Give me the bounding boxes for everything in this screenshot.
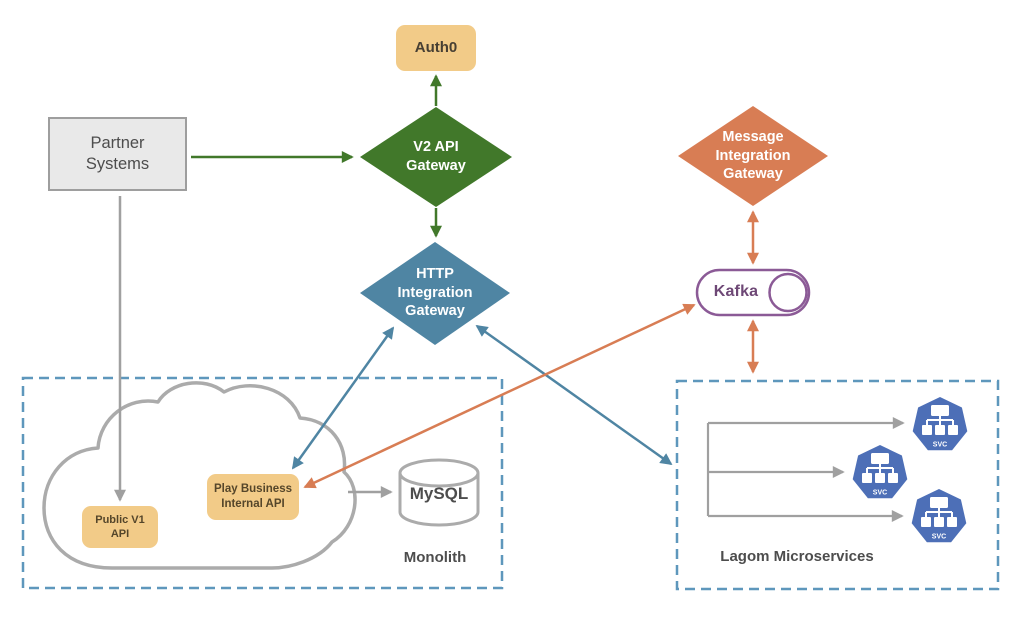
play-business-internal-api-label: Play Business Internal API <box>214 483 292 510</box>
edge-play-business-to-kafka <box>303 303 696 489</box>
monolith-group-label-box: Monolith <box>385 547 485 569</box>
mysql-label-box: MySQL <box>399 481 479 507</box>
monolith-group-label: Monolith <box>403 549 467 567</box>
v2-api-gateway-diamond <box>360 107 512 207</box>
svc-microservice-icon-1: SVC <box>912 397 968 451</box>
partner-systems-node: Partner Systems <box>48 117 187 191</box>
svc-microservice-icon-3: SVC <box>911 489 967 543</box>
auth0-label: Auth0 <box>414 39 458 57</box>
svc-microservice-icon-2: SVC <box>852 445 908 499</box>
kafka-label: Kafka <box>713 282 759 300</box>
edge-http-gateway-to-lagom <box>475 324 673 466</box>
kafka-queue-icon <box>695 268 811 317</box>
auth0-node: Auth0 <box>396 25 476 71</box>
kafka-label-box: Kafka <box>700 278 772 306</box>
partner-systems-label: Partner Systems <box>85 133 150 173</box>
lagom-group-label-box: Lagom Microservices <box>697 545 897 569</box>
svc-label: SVC <box>933 442 947 449</box>
http-integration-gateway-diamond <box>360 242 510 345</box>
message-integration-gateway-label: Message Integration Gateway <box>715 129 791 183</box>
v2-api-gateway-label: V2 API Gateway <box>406 139 466 174</box>
public-v1-api-node: Public V1 API <box>82 506 158 548</box>
mysql-label: MySQL <box>409 484 469 504</box>
public-v1-api-label: Public V1 API <box>95 513 145 540</box>
message-integration-gateway-label-box: Message Integration Gateway <box>703 125 803 187</box>
http-integration-gateway-label: HTTP Integration Gateway <box>397 266 473 320</box>
svc-label: SVC <box>873 490 887 497</box>
http-integration-gateway-label-box: HTTP Integration Gateway <box>385 262 485 324</box>
play-business-internal-api-node: Play Business Internal API <box>207 474 299 520</box>
v2-api-gateway-label-box: V2 API Gateway <box>386 127 486 187</box>
svc-label: SVC <box>932 534 946 541</box>
message-integration-gateway-diamond <box>678 106 828 206</box>
lagom-group-label: Lagom Microservices <box>720 548 874 566</box>
